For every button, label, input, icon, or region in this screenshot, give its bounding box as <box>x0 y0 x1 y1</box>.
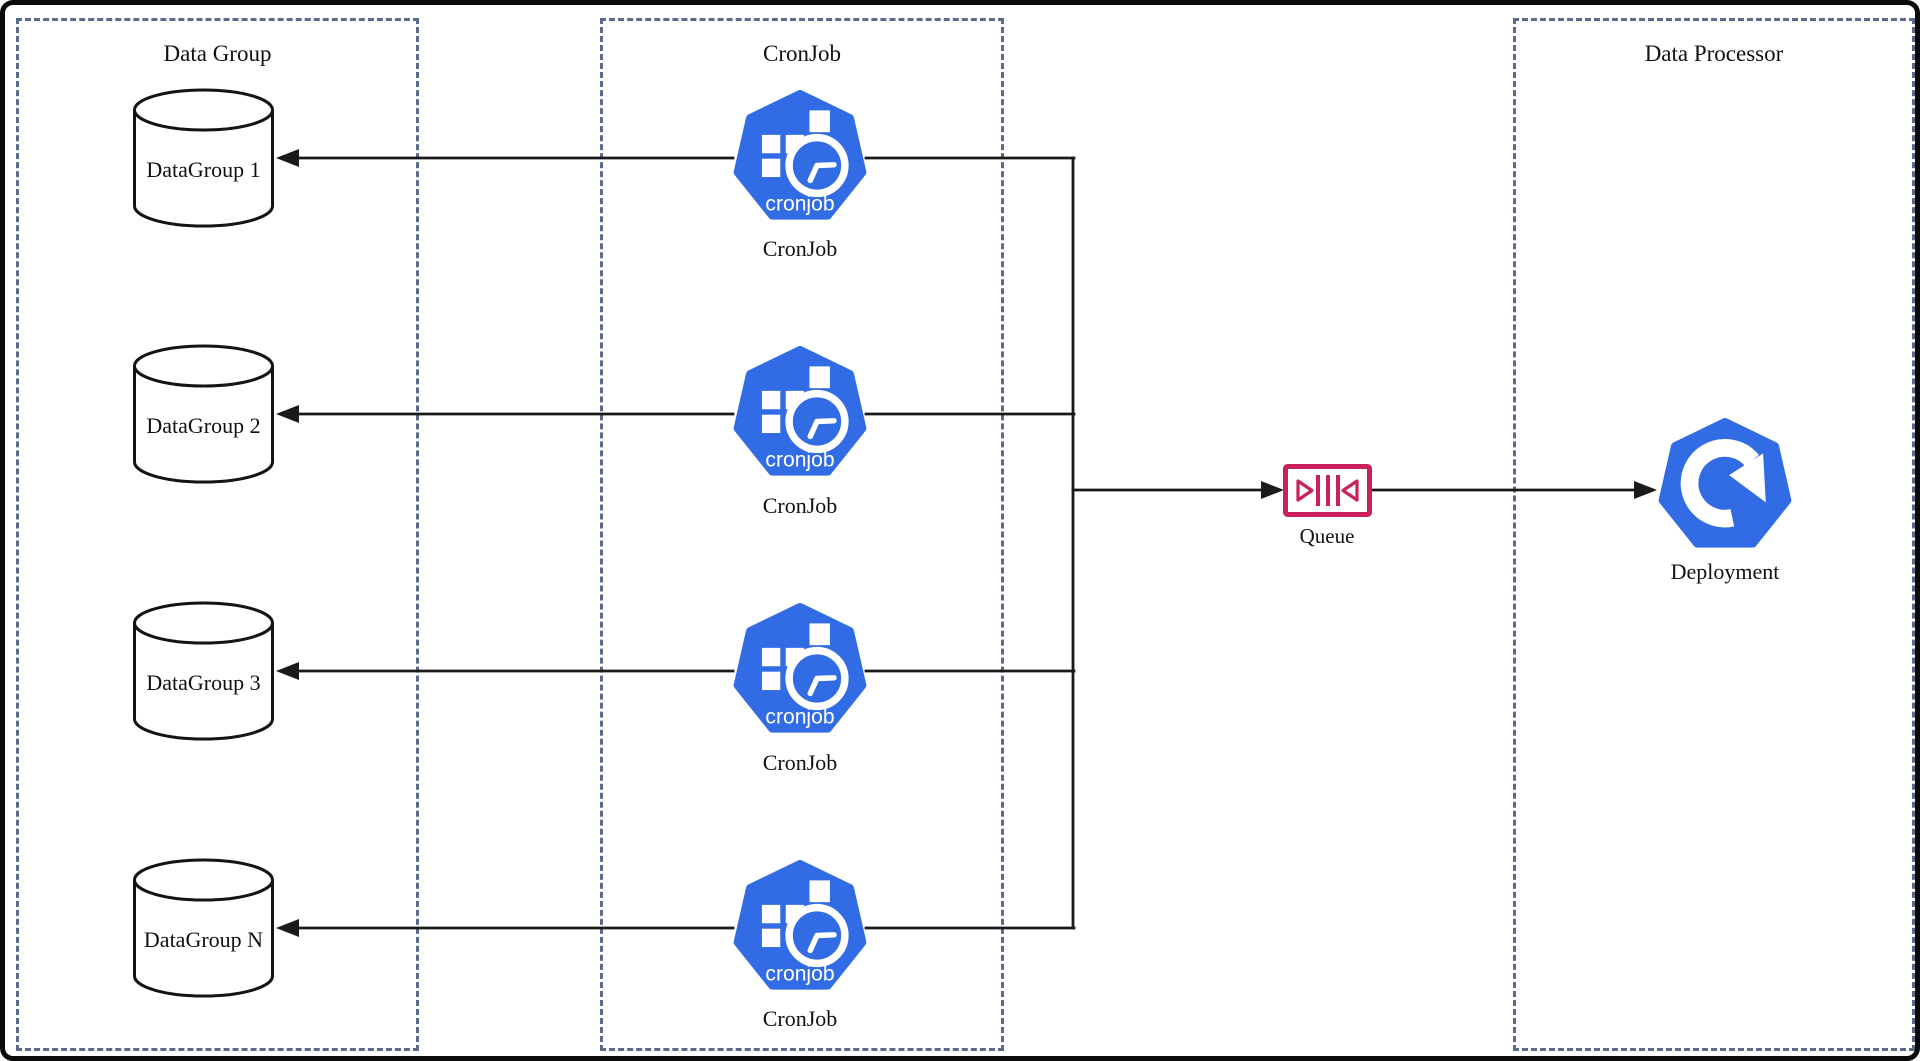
zone-title-data-group: Data Group <box>163 41 272 66</box>
kubernetes-cronjob-icon: cronjob <box>733 860 867 990</box>
cronjob-2-label: CronJob <box>762 493 838 518</box>
arrowhead-into-datagroup2 <box>276 405 299 423</box>
zone-cronjob: CronJob <box>600 18 1004 1051</box>
cronjob-icon-text: cronjob <box>765 962 834 985</box>
datagroup-3-node: DataGroup 3 <box>132 600 275 742</box>
deployment-label: Deployment <box>1670 559 1780 584</box>
datagroup-n-label: DataGroup N <box>143 927 264 952</box>
datagroup-1-node: DataGroup 1 <box>132 87 275 229</box>
zone-data-group: Data Group <box>16 18 419 1051</box>
cronjob-icon-text: cronjob <box>765 705 834 728</box>
kubernetes-cronjob-icon: cronjob <box>733 603 867 733</box>
cronjob-4-node: cronjob <box>732 860 868 996</box>
datagroup-n-node: DataGroup N <box>132 857 275 999</box>
arrowhead-into-datagroup1 <box>276 149 299 167</box>
cronjob-icon-text: cronjob <box>765 448 834 471</box>
cronjob-4-label: CronJob <box>762 1006 838 1031</box>
cronjob-3-node: cronjob <box>732 603 868 739</box>
kubernetes-cronjob-icon: cronjob <box>733 346 867 476</box>
queue-label: Queue <box>1299 524 1355 548</box>
cronjob-1-node: cronjob <box>732 90 868 226</box>
cronjob-1-label: CronJob <box>762 236 838 261</box>
queue-icon <box>1283 464 1372 517</box>
cronjob-3-label: CronJob <box>762 750 838 775</box>
zone-data-processor: Data Processor <box>1513 18 1915 1051</box>
database-cylinder-icon <box>133 601 274 741</box>
database-cylinder-icon <box>133 88 274 228</box>
kubernetes-cronjob-icon: cronjob <box>733 90 867 220</box>
arrowhead-into-datagroup3 <box>276 662 299 680</box>
arrowhead-into-queue <box>1261 481 1284 499</box>
cronjob-icon-text: cronjob <box>765 192 834 215</box>
cronjob-2-node: cronjob <box>732 346 868 482</box>
datagroup-1-label: DataGroup 1 <box>146 157 261 182</box>
arrowhead-into-deployment <box>1634 481 1657 499</box>
arrowhead-into-datagroupN <box>276 919 299 937</box>
kubernetes-deployment-icon <box>1658 418 1792 548</box>
datagroup-2-node: DataGroup 2 <box>132 343 275 485</box>
database-cylinder-icon <box>133 344 274 484</box>
deployment-node <box>1657 418 1793 554</box>
zone-title-data-processor: Data Processor <box>1644 41 1784 66</box>
database-cylinder-icon <box>133 858 274 998</box>
datagroup-3-label: DataGroup 3 <box>146 670 261 695</box>
datagroup-2-label: DataGroup 2 <box>146 413 261 438</box>
zone-title-cronjob: CronJob <box>763 41 841 66</box>
queue-node <box>1283 464 1372 517</box>
